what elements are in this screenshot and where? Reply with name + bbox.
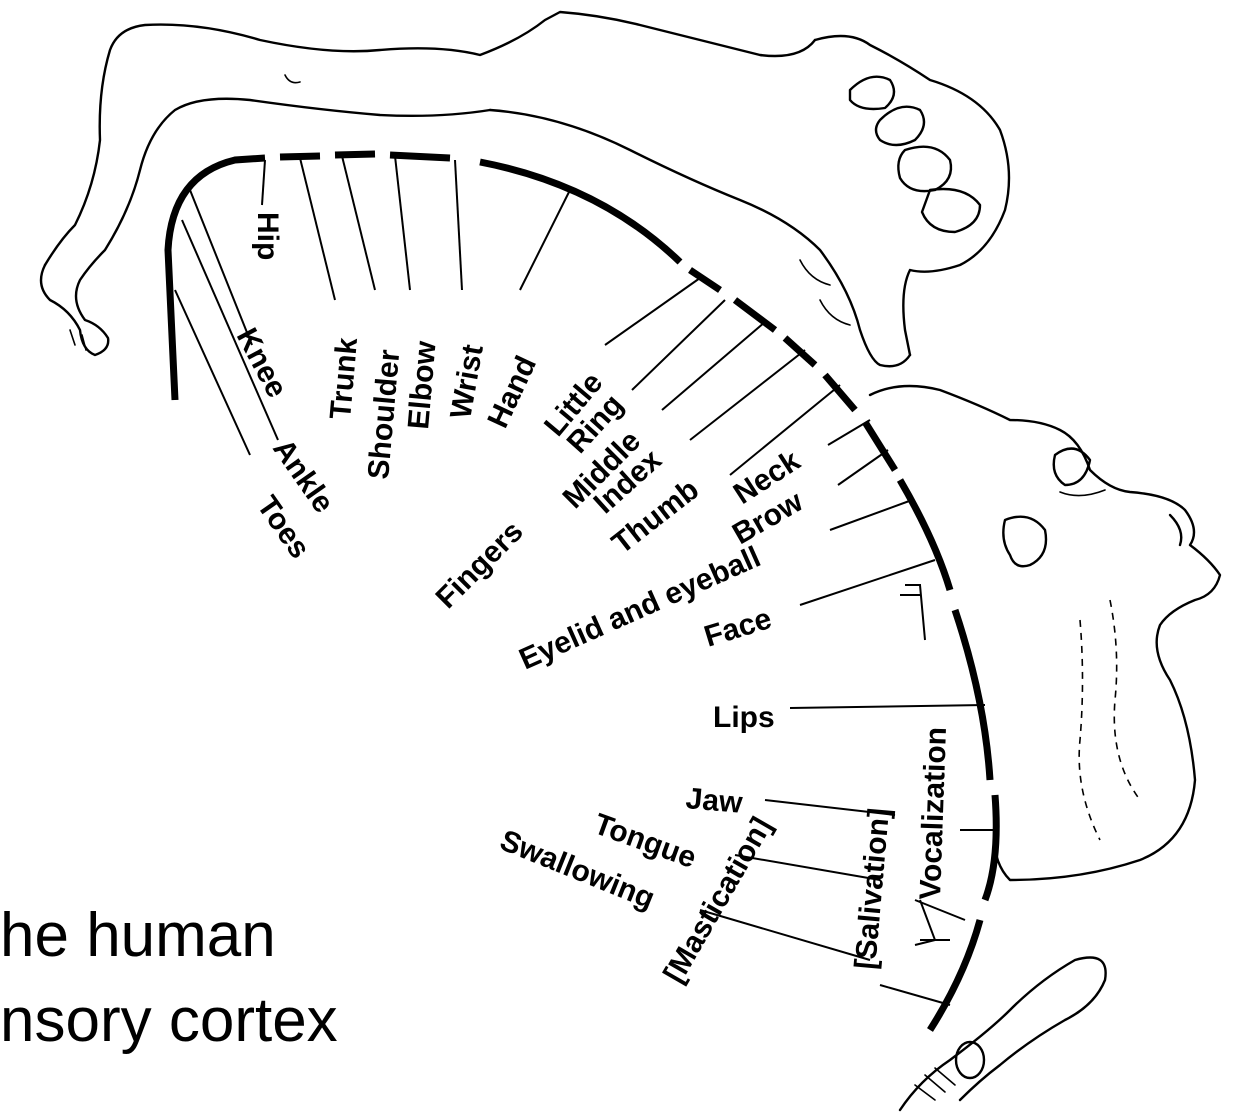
label-shoulder: Shoulder bbox=[362, 348, 406, 481]
label-eyelid: Eyelid and eyeball bbox=[514, 540, 765, 676]
label-fingers: Fingers bbox=[430, 515, 530, 615]
label-hand: Hand bbox=[481, 351, 543, 433]
label-lips: Lips bbox=[713, 701, 775, 734]
label-jaw: Jaw bbox=[684, 782, 744, 820]
body-part-labels: Hip Knee Ankle Toes Trunk Shoulder Elbow… bbox=[230, 212, 953, 989]
label-vocalization: Vocalization bbox=[914, 726, 953, 900]
label-face: Face bbox=[700, 602, 775, 654]
label-hip: Hip bbox=[251, 212, 284, 260]
label-elbow: Elbow bbox=[402, 339, 443, 431]
label-trunk: Trunk bbox=[324, 336, 364, 421]
label-knee: Knee bbox=[230, 323, 294, 403]
caption-line-1: he human bbox=[0, 905, 276, 967]
label-wrist: Wrist bbox=[444, 342, 489, 421]
label-salivation: [Salivation] bbox=[849, 807, 896, 971]
caption-line-2: nsory cortex bbox=[0, 990, 338, 1052]
